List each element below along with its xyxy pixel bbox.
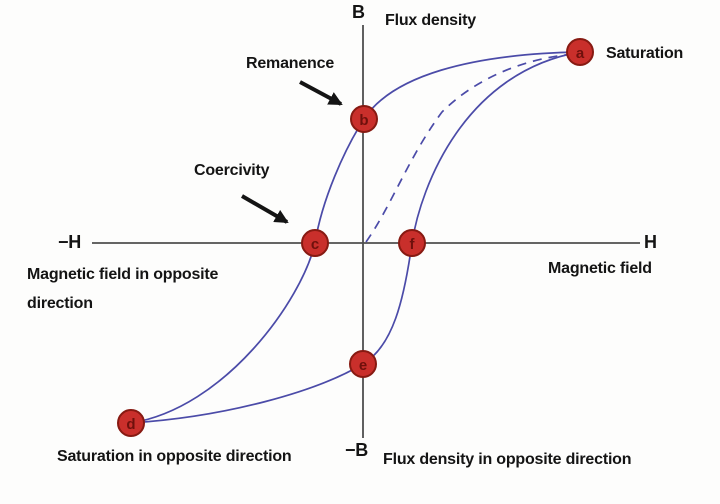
loop-descending-curve: [130, 51, 581, 424]
coercivity-arrow: [240, 194, 289, 224]
point-a-letter: a: [576, 45, 585, 62]
point-b-letter: b: [359, 112, 368, 129]
point-c-letter: c: [311, 236, 319, 253]
h-axis-label: H: [644, 232, 657, 252]
initial-magnetization-curve: [365, 53, 575, 243]
point-f-letter: f: [410, 236, 416, 253]
magnetic-field-label: Magnetic field: [548, 260, 652, 277]
point-f-marker: [398, 229, 426, 257]
point-d-marker: [117, 409, 145, 437]
neg-b-axis-label: −B: [345, 440, 369, 460]
remanence-arrow: [299, 80, 343, 106]
point-e-letter: e: [359, 357, 367, 374]
point-d-letter: d: [126, 416, 135, 433]
loop-ascending-curve: [130, 51, 581, 424]
flux-density-opposite-label: Flux density in opposite direction: [383, 451, 632, 468]
flux-density-label: Flux density: [385, 12, 476, 29]
point-e-marker: [349, 350, 377, 378]
saturation-opposite-label: Saturation in opposite direction: [57, 448, 292, 465]
neg-h-axis-label: −H: [58, 232, 82, 252]
saturation-label: Saturation: [606, 45, 684, 62]
remanence-label: Remanence: [246, 55, 335, 72]
point-b-marker: [350, 105, 378, 133]
point-a-marker: [566, 38, 594, 66]
magnetic-field-opposite-label: Magnetic field in opposite direction: [27, 266, 219, 312]
coercivity-label: Coercivity: [194, 162, 270, 179]
b-axis-label: B: [352, 2, 365, 22]
point-c-marker: [301, 229, 329, 257]
